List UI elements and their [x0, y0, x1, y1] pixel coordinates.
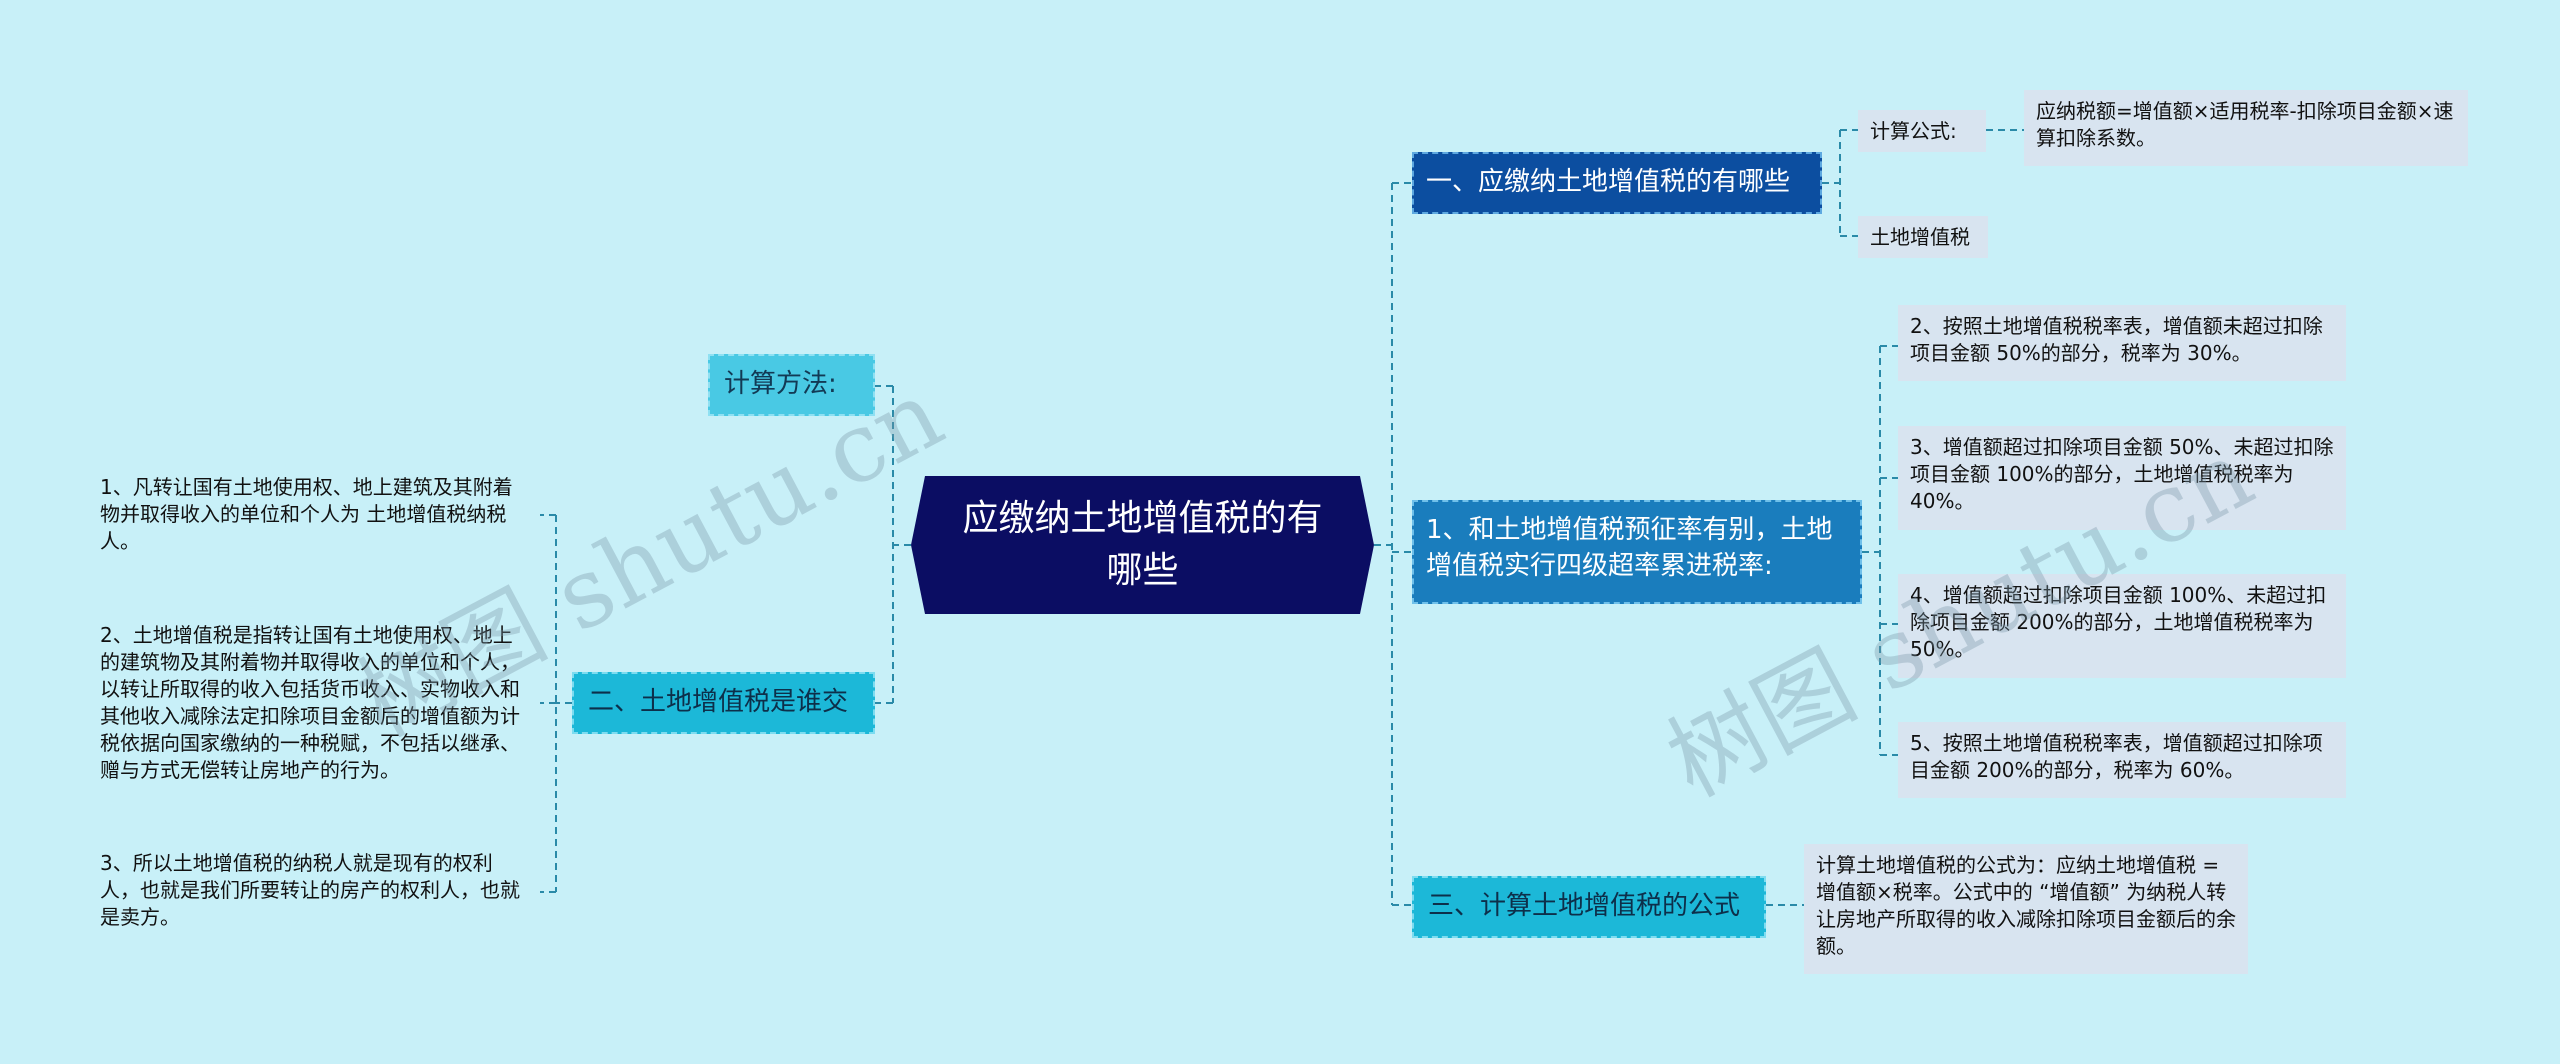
- formula-detail-node[interactable]: 应纳税额=增值额×适用税率-扣除项目金额×速算扣除系数。: [2024, 90, 2468, 166]
- formula-label: 计算公式:: [1870, 119, 1957, 143]
- formula-label-node[interactable]: 计算公式:: [1858, 110, 1986, 152]
- who-pays-item-3[interactable]: 3、所以土地增值税的纳税人就是现有的权利人，也就是我们所要转让的房产的权利人，也…: [100, 850, 530, 934]
- who-pays-text: 3、所以土地增值税的纳税人就是现有的权利人，也就是我们所要转让的房产的权利人，也…: [100, 851, 520, 929]
- rate-item-50[interactable]: 4、增值额超过扣除项目金额 100%、未超过扣除项目金额 200%的部分，土地增…: [1898, 574, 2346, 678]
- land-vat-node[interactable]: 土地增值税: [1858, 216, 1988, 258]
- rate-item-text: 3、增值额超过扣除项目金额 50%、未超过扣除项目金额 100%的部分，土地增值…: [1910, 435, 2334, 513]
- connector-branch2-children: [1862, 345, 1898, 756]
- connector-root-right: [1374, 183, 1393, 905]
- rate-item-30[interactable]: 2、按照土地增值税税率表，增值额未超过扣除项目金额 50%的部分，税率为 30%…: [1898, 305, 2346, 381]
- who-pays-text: 2、土地增值税是指转让国有土地使用权、地上的建筑物及其附着物并取得收入的单位和个…: [100, 623, 520, 782]
- who-pays-item-2[interactable]: 2、土地增值税是指转让国有土地使用权、地上的建筑物及其附着物并取得收入的单位和个…: [100, 622, 530, 792]
- branch-tax-rates-header[interactable]: 1、和土地增值税预征率有别，土地增值税实行四级超率累进税率:: [1412, 500, 1862, 604]
- branch-taxpayers-header[interactable]: 一、应缴纳土地增值税的有哪些: [1412, 152, 1822, 214]
- connector-who-children: [540, 514, 572, 893]
- branch-label: 计算方法:: [724, 369, 837, 399]
- branch-label: 二、土地增值税是谁交: [588, 687, 849, 717]
- rate-item-40[interactable]: 3、增值额超过扣除项目金额 50%、未超过扣除项目金额 100%的部分，土地增值…: [1898, 426, 2346, 530]
- branch-label: 三、计算土地增值税的公式: [1428, 891, 1741, 921]
- root-topic-label: 应缴纳土地增值税的有哪些: [962, 498, 1323, 591]
- rate-item-text: 5、按照土地增值税税率表，增值额超过扣除项目金额 200%的部分，税率为 60%…: [1910, 731, 2323, 782]
- connector-branch1-children: [1822, 129, 1858, 237]
- land-vat-label: 土地增值税: [1870, 225, 1970, 249]
- formula-explanation-node[interactable]: 计算土地增值税的公式为：应纳土地增值税 = 增值额×税率。公式中的 “增值额” …: [1804, 844, 2248, 974]
- rate-item-60[interactable]: 5、按照土地增值税税率表，增值额超过扣除项目金额 200%的部分，税率为 60%…: [1898, 722, 2346, 798]
- formula-explanation-text: 计算土地增值税的公式为：应纳土地增值税 = 增值额×税率。公式中的 “增值额” …: [1816, 853, 2236, 958]
- who-pays-item-1[interactable]: 1、凡转让国有土地使用权、地上建筑及其附着物并取得收入的单位和个人为 土地增值税…: [100, 474, 530, 558]
- branch-formula-header[interactable]: 三、计算土地增值税的公式: [1412, 876, 1766, 938]
- branch-label: 1、和土地增值税预征率有别，土地增值税实行四级超率累进税率:: [1426, 515, 1833, 581]
- rate-item-text: 4、增值额超过扣除项目金额 100%、未超过扣除项目金额 200%的部分，土地增…: [1910, 583, 2327, 661]
- branch-calc-method[interactable]: 计算方法:: [708, 354, 875, 416]
- root-topic[interactable]: 应缴纳土地增值税的有哪些: [911, 476, 1374, 614]
- branch-who-pays[interactable]: 二、土地增值税是谁交: [572, 672, 875, 734]
- rate-item-text: 2、按照土地增值税税率表，增值额未超过扣除项目金额 50%的部分，税率为 30%…: [1910, 314, 2323, 365]
- formula-detail-text: 应纳税额=增值额×适用税率-扣除项目金额×速算扣除系数。: [2036, 99, 2454, 150]
- who-pays-text: 1、凡转让国有土地使用权、地上建筑及其附着物并取得收入的单位和个人为 土地增值税…: [100, 475, 513, 553]
- connector-root-left: [892, 386, 911, 703]
- branch-label: 一、应缴纳土地增值税的有哪些: [1426, 167, 1791, 197]
